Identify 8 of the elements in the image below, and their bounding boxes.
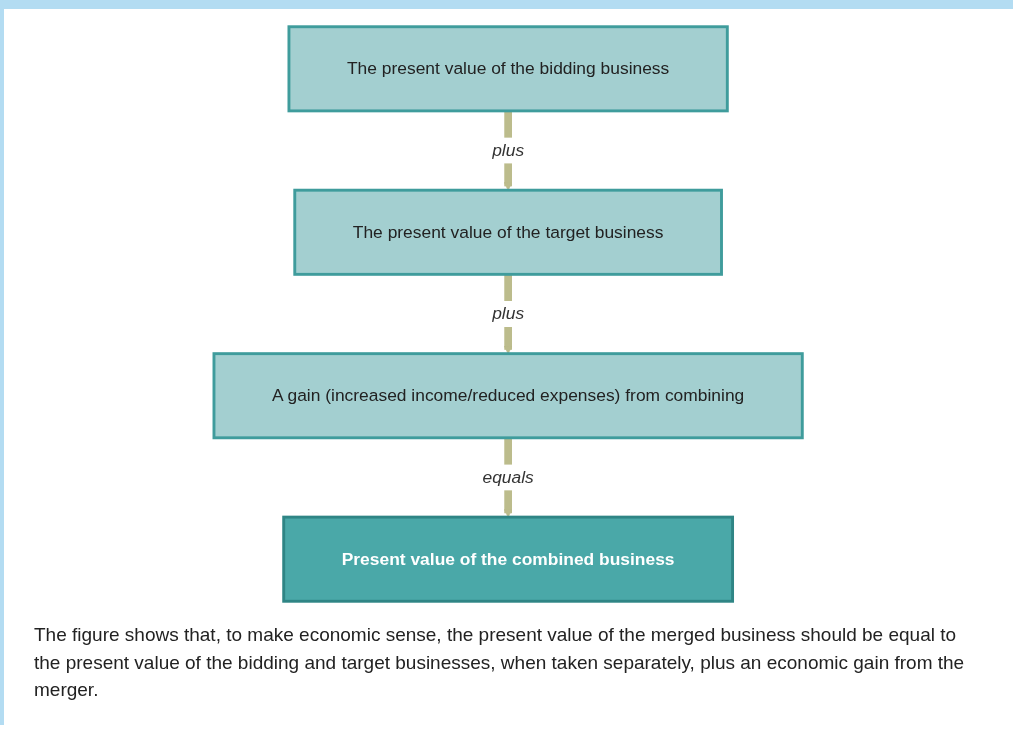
- edge-label: plus: [492, 303, 525, 324]
- node-box: The present value of the target business: [293, 188, 724, 276]
- edge-label: equals: [482, 467, 535, 487]
- node-box: A gain (increased income/reduced expenses) from combining: [212, 352, 805, 440]
- edge-label: plus: [492, 140, 525, 160]
- node-box: Present value of the combined business: [282, 515, 735, 603]
- node-box: The present value of the bidding business: [287, 25, 730, 113]
- caption: The figure shows that, to make economic sense, the present value of the merged business should be equal to the present value of the bidding and target businesses, when taken separately, plus an economic gain from the merger.: [34, 623, 966, 703]
